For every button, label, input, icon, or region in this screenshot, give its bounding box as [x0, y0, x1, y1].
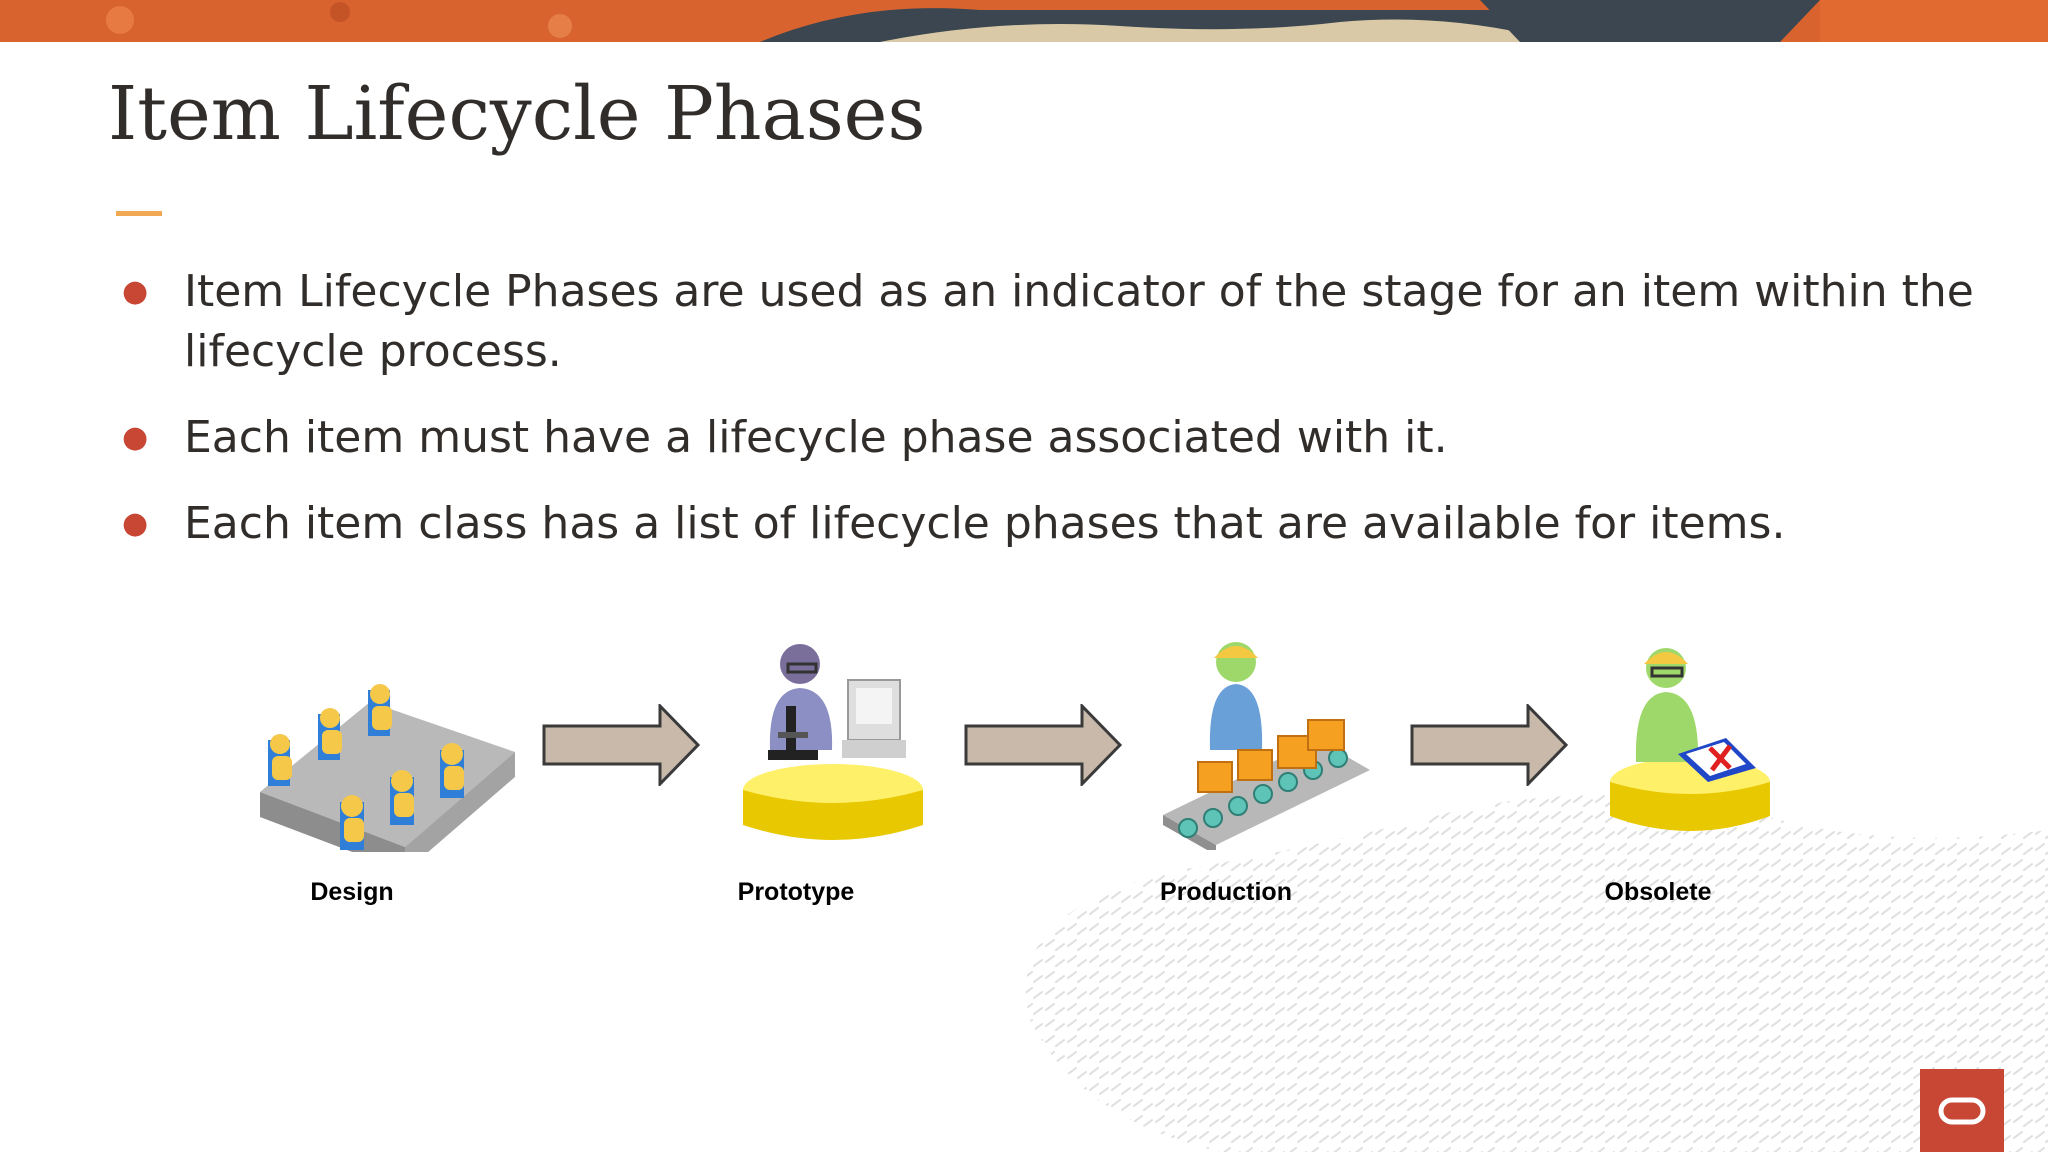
conveyor-worker-icon [1163, 642, 1370, 850]
background-texture [1025, 795, 2048, 1152]
bullet-dot-icon: ● [122, 420, 149, 455]
bullet-text: Item Lifecycle Phases are used as an ind… [184, 266, 1974, 377]
bullet-dot-icon: ● [122, 274, 149, 309]
arrow-right-icon [1410, 704, 1569, 786]
phase-label-prototype: Prototype [737, 878, 855, 906]
bullet-item: ● Each item class has a list of lifecycl… [118, 494, 1978, 554]
oracle-logo-icon [1938, 1097, 1986, 1124]
title-accent-line [116, 211, 162, 216]
oracle-logo [1920, 1069, 2004, 1152]
meeting-table-icon [260, 684, 515, 852]
slide-title: Item Lifecycle Phases [108, 71, 926, 157]
phase-label-obsolete: Obsolete [1604, 878, 1712, 906]
bullet-text: Each item class has a list of lifecycle … [184, 498, 1786, 549]
worker-document-icon [1610, 648, 1770, 831]
bullet-item: ● Each item must have a lifecycle phase … [118, 408, 1978, 468]
lifecycle-diagram: Design Prototype Product [0, 600, 2048, 940]
arrow-right-icon [964, 704, 1123, 786]
scientist-microscope-icon [743, 644, 923, 840]
bullet-item: ● Item Lifecycle Phases are used as an i… [118, 262, 1978, 382]
arrow-right-icon [542, 704, 701, 786]
bullet-text: Each item must have a lifecycle phase as… [184, 412, 1448, 463]
bullet-list: ● Item Lifecycle Phases are used as an i… [118, 262, 1978, 580]
phase-label-production: Production [1160, 878, 1292, 906]
phase-label-design: Design [310, 878, 394, 906]
top-banner [0, 0, 2048, 42]
bullet-dot-icon: ● [122, 506, 149, 541]
